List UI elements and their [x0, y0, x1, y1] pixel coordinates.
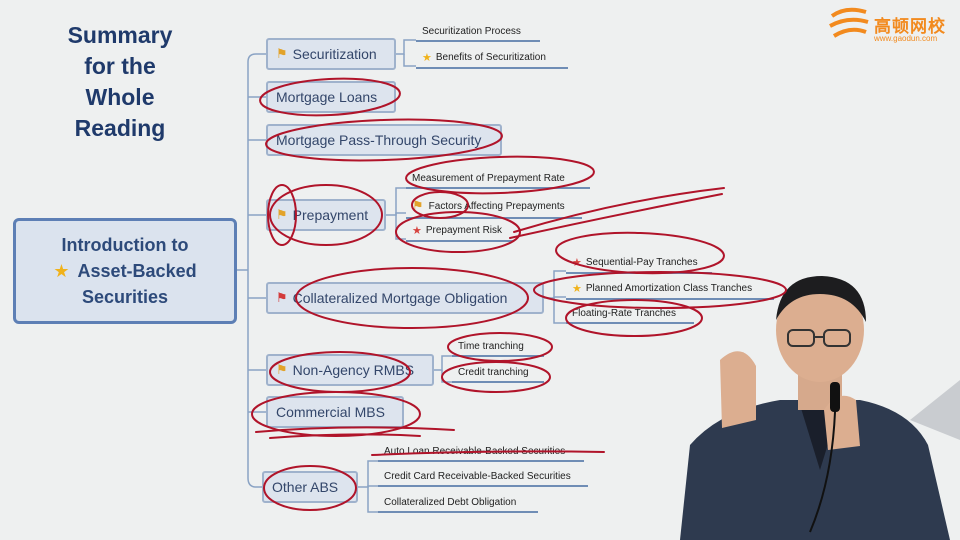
node-label: Other ABS	[272, 479, 339, 495]
node-label: Collateralized Mortgage Obligation	[292, 290, 508, 306]
star-icon: ★	[422, 52, 432, 64]
root-line: Introduction to	[61, 235, 189, 255]
root-line-with-star: ★ Asset-Backed	[16, 258, 234, 284]
leaf-planned-amortization-class-tranches[interactable]: ★ Planned Amortization Class Tranches	[566, 282, 774, 300]
node-label: Mortgage Loans	[276, 89, 378, 105]
root-line: Securities	[81, 287, 169, 307]
leaf-label: Time tranching	[458, 341, 524, 352]
logo-name: 高顿网校	[874, 17, 946, 36]
node-other-abs[interactable]: Other ABS	[262, 471, 358, 503]
leaf-label: Prepayment Risk	[425, 225, 503, 236]
title-line: Summary	[67, 22, 173, 48]
flag-icon: ⚑	[412, 198, 424, 213]
logo-url: www.gaodun.com	[874, 34, 938, 43]
node-cmo[interactable]: ⚑ Collateralized Mortgage Obligation	[266, 282, 544, 314]
leaf-label: Factors Affecting Prepayments	[428, 200, 565, 212]
leaf-label: Measurement of Prepayment Rate	[412, 173, 565, 184]
leaf-label: Sequential-Pay Tranches	[585, 257, 698, 268]
leaf-collateralized-debt-obligation[interactable]: Collateralized Debt Obligation	[378, 497, 538, 513]
node-label: Prepayment	[292, 207, 369, 223]
flag-icon: ⚑	[276, 290, 288, 305]
leaf-benefits-of-securitization[interactable]: ★ Benefits of Securitization	[416, 51, 568, 69]
root-node: Introduction to ★ Asset-Backed Securitie…	[13, 218, 237, 324]
node-label: Non-Agency RMBS	[292, 362, 415, 378]
logo-mark-icon	[829, 7, 869, 38]
leaf-factors-affecting-prepayments[interactable]: ⚑ Factors Affecting Prepayments	[406, 198, 582, 219]
node-mortgage-pass-through[interactable]: Mortgage Pass-Through Security	[266, 124, 502, 156]
leaf-prepayment-risk[interactable]: ★ Prepayment Risk	[406, 224, 514, 242]
node-commercial-mbs[interactable]: Commercial MBS	[266, 396, 404, 428]
gaodun-logo: 高顿网校 www.gaodun.com	[826, 4, 956, 48]
leaf-label: Securitization Process	[422, 26, 521, 37]
node-label: Commercial MBS	[276, 404, 385, 420]
leaf-measurement-of-prepayment-rate[interactable]: Measurement of Prepayment Rate	[406, 173, 590, 189]
star-icon: ★	[412, 225, 422, 237]
node-prepayment[interactable]: ⚑ Prepayment	[266, 199, 386, 231]
leaf-label: Credit tranching	[458, 367, 529, 378]
flag-icon: ⚑	[276, 362, 288, 377]
leaf-label: Collateralized Debt Obligation	[384, 497, 517, 508]
node-securitization[interactable]: ⚑ Securitization	[266, 38, 396, 70]
leaf-securitization-process[interactable]: Securitization Process	[416, 26, 540, 42]
page-title: Summary for the Whole Reading	[52, 20, 188, 144]
node-label: Mortgage Pass-Through Security	[276, 132, 482, 148]
leaf-credit-tranching[interactable]: Credit tranching	[452, 367, 544, 383]
leaf-floating-rate-tranches[interactable]: Floating-Rate Tranches	[566, 308, 694, 324]
title-line: for the	[84, 53, 156, 79]
leaf-label: Planned Amortization Class Tranches	[585, 283, 753, 294]
star-icon: ★	[572, 283, 582, 295]
presenter-figure	[680, 276, 960, 540]
leaf-time-tranching[interactable]: Time tranching	[452, 341, 544, 357]
leaf-label: Credit Card Receivable-Backed Securities	[384, 471, 571, 482]
node-non-agency-rmbs[interactable]: ⚑ Non-Agency RMBS	[266, 354, 434, 386]
star-icon: ★	[572, 257, 582, 269]
flag-icon: ⚑	[276, 46, 288, 61]
leaf-credit-card-abs[interactable]: Credit Card Receivable-Backed Securities	[378, 471, 588, 487]
node-mortgage-loans[interactable]: Mortgage Loans	[266, 81, 396, 113]
title-line: Whole	[85, 84, 155, 110]
root-line: Asset-Backed	[77, 261, 197, 281]
leaf-label: Benefits of Securitization	[435, 52, 546, 63]
leaf-label: Floating-Rate Tranches	[572, 308, 676, 319]
node-label: Securitization	[292, 46, 377, 62]
title-line: Reading	[74, 115, 166, 141]
star-icon: ★	[53, 261, 70, 281]
flag-icon: ⚑	[276, 207, 288, 222]
